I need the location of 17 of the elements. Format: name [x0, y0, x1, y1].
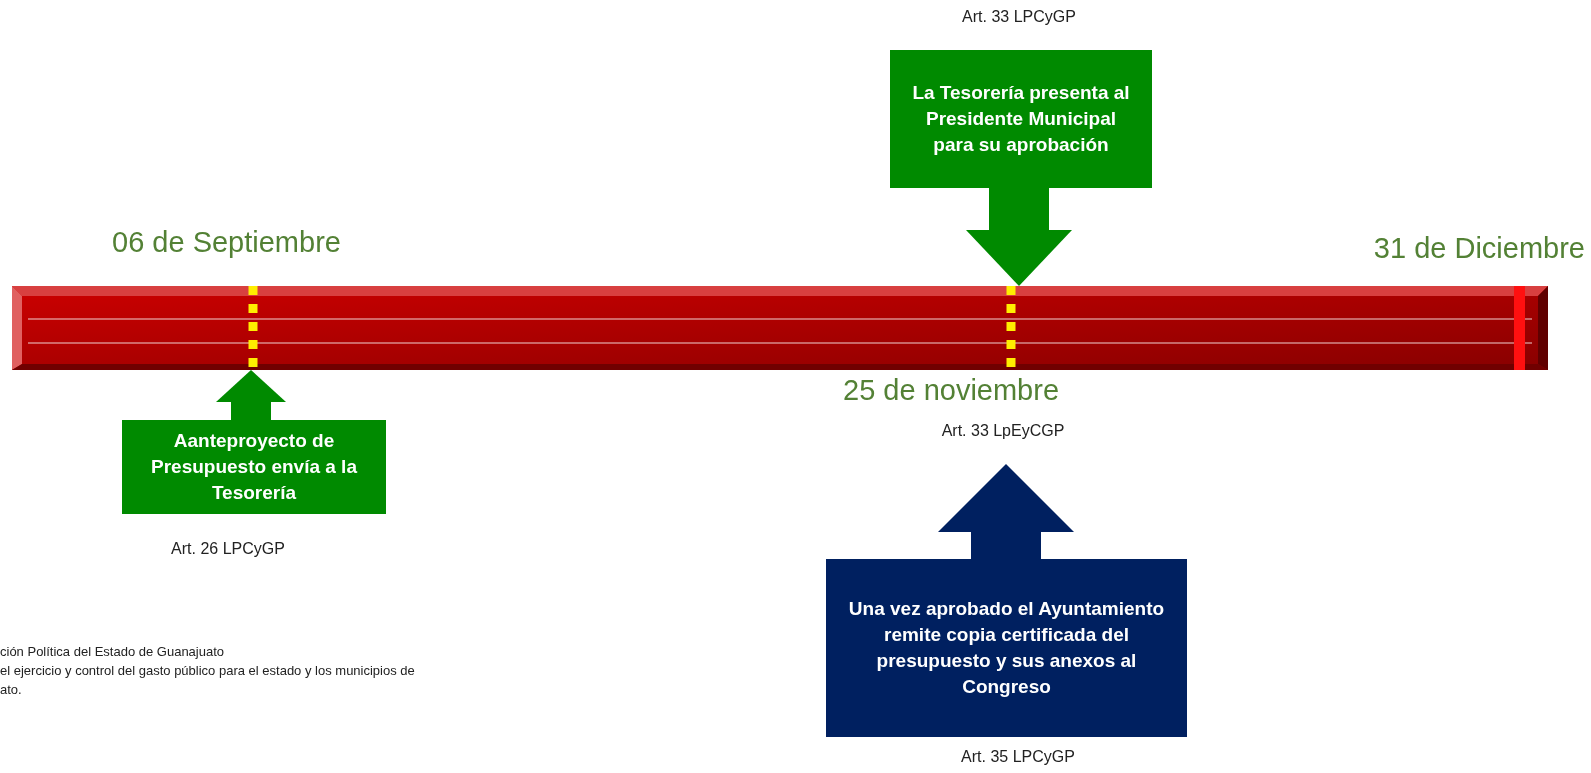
article-reference: Art. 33 LPCyGP	[961, 8, 1077, 26]
date-label: 31 de Diciembre	[1373, 232, 1585, 265]
callout-box: Una vez aprobado el Ayuntamiento remite copia certificada del presupuesto y sus anexos al Congreso	[826, 559, 1187, 737]
article-reference: Art. 35 LPCyGP	[960, 748, 1076, 766]
callout-box: Aanteproyecto de Presupuesto envía a la Tesorería	[122, 420, 386, 514]
article-reference: Art. 33 LpEyCGP	[898, 422, 1108, 440]
timeline-bar	[12, 286, 1548, 370]
callout-box: La Tesorería presenta al Presidente Municipal para su aprobación	[890, 50, 1152, 188]
arrow	[216, 370, 286, 420]
article-reference: Art. 26 LPCyGP	[170, 540, 286, 558]
date-label: 06 de Septiembre	[112, 226, 341, 259]
footnote: ción Política del Estado de Guanajuato	[0, 644, 225, 659]
footnote: el ejercicio y control del gasto público para el estado y los municipios de	[0, 663, 415, 678]
date-label: 25 de noviembre	[843, 374, 1060, 407]
footnote: ato.	[0, 682, 22, 697]
arrow	[938, 464, 1074, 559]
arrow	[966, 188, 1072, 286]
